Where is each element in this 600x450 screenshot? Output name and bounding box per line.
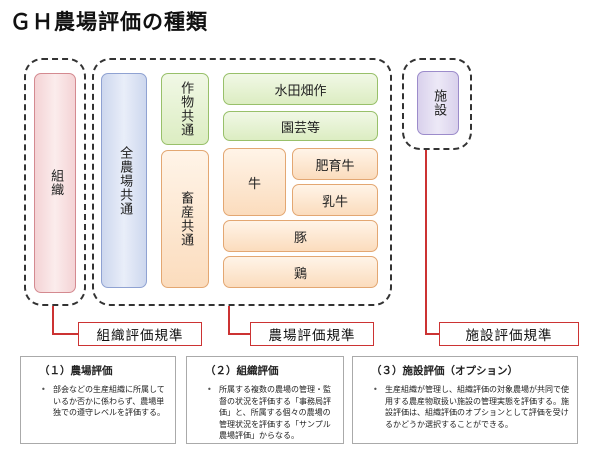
facility-evaluation-title: （３）施設評価（オプション）	[371, 365, 518, 377]
facility-standard-label: 施設評価規準	[439, 322, 579, 346]
crop-common-box: 作物共通	[161, 73, 209, 145]
poultry-label: 鶏	[293, 266, 307, 282]
facility-box-label: 施設	[431, 89, 447, 117]
all-farm-common-box: 全農場共通	[101, 73, 147, 288]
poultry-box: 鶏	[223, 256, 378, 288]
horticulture-label: 園芸等	[280, 120, 320, 136]
organization-standard-label: 組織評価規準	[78, 322, 202, 346]
organization-box: 組織	[34, 73, 76, 293]
organization-connector-vertical	[52, 306, 54, 334]
facility-box: 施設	[417, 71, 459, 135]
farm-evaluation-title: （１）農場評価	[39, 365, 113, 377]
organization-evaluation-title: （２）組織評価	[205, 365, 279, 377]
organization-connector-horizontal	[52, 333, 78, 335]
facility-group	[402, 58, 472, 150]
pig-box: 豚	[223, 220, 378, 252]
farm-connector-horizontal	[228, 333, 250, 335]
facility-connector-vertical	[425, 150, 427, 333]
dairy-cattle-box: 乳牛	[292, 184, 378, 216]
livestock-common-label: 畜産共通	[178, 191, 194, 247]
pig-label: 豚	[293, 230, 307, 246]
organization-evaluation-body: 所属する複数の農場の管理・監督の状況を評価する「事務局評価」と、所属する個々の農…	[207, 384, 335, 442]
organization-group	[24, 58, 86, 306]
facility-evaluation-description: （３）施設評価（オプション） 生産組織が管理し、組織評価の対象農場が共同で使用す…	[352, 356, 578, 444]
farm-group	[92, 58, 392, 306]
organization-evaluation-description: （２）組織評価 所属する複数の農場の管理・監督の状況を評価する「事務局評価」と、…	[186, 356, 344, 444]
paddy-field-label: 水田畑作	[274, 83, 327, 99]
dairy-cattle-label: 乳牛	[321, 194, 348, 210]
farm-evaluation-description: （１）農場評価 部会などの生産組織に所属しているか否かに係わらず、農場単独での遵…	[20, 356, 176, 444]
crop-common-label: 作物共通	[178, 81, 194, 137]
farm-connector-vertical	[228, 306, 230, 334]
facility-connector-horizontal	[425, 333, 439, 335]
paddy-field-box: 水田畑作	[223, 73, 378, 105]
beef-cattle-label: 肥育牛	[315, 158, 355, 174]
cattle-label: 牛	[247, 176, 261, 192]
all-farm-common-label: 全農場共通	[117, 145, 133, 216]
beef-cattle-box: 肥育牛	[292, 148, 378, 180]
horticulture-box: 園芸等	[223, 111, 378, 141]
facility-evaluation-body: 生産組織が管理し、組織評価の対象農場が共同で使用する農産物取扱い施設の管理実態を…	[373, 384, 569, 430]
farm-evaluation-body: 部会などの生産組織に所属しているか否かに係わらず、農場単独での遵守レベルを評価す…	[41, 384, 167, 419]
organization-box-label: 組織	[48, 169, 64, 197]
farm-standard-label: 農場評価規準	[250, 322, 374, 346]
livestock-common-box: 畜産共通	[161, 150, 209, 288]
cattle-box: 牛	[223, 148, 286, 216]
page-title: ＧＨ農場評価の種類	[10, 9, 208, 34]
